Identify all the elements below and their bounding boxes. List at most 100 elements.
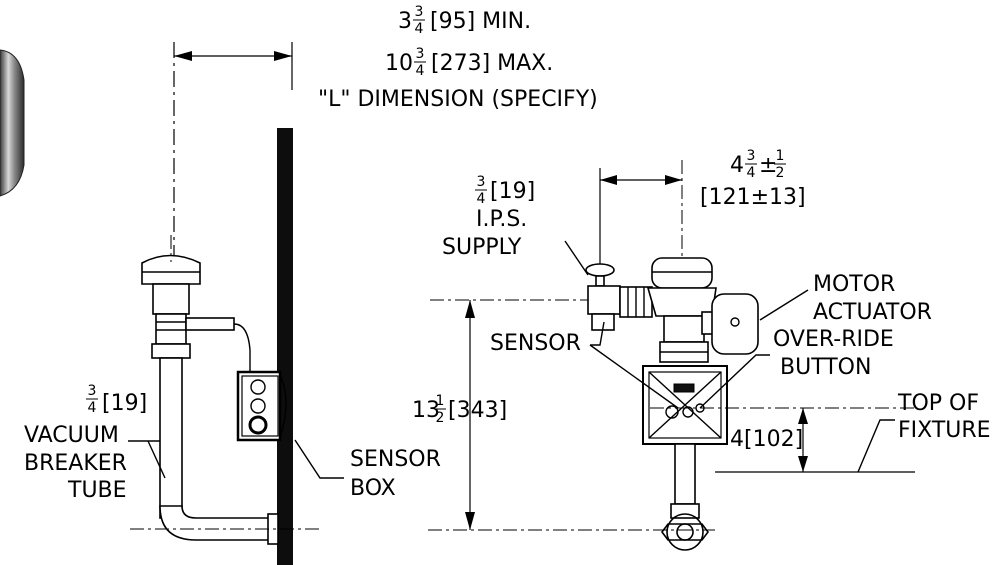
front-outlet-pipe [661, 443, 709, 551]
offset-num: 3 [747, 148, 756, 164]
offset-tol-den: 2 [776, 165, 785, 181]
offset-mm: [121±13] [700, 185, 806, 210]
line [648, 371, 722, 439]
offset-pm: ± [759, 153, 777, 178]
ips-line3: SUPPLY [442, 235, 522, 260]
ips-line2: I.P.S. [476, 207, 527, 232]
spud-inner [676, 523, 694, 541]
vacuum-breaker-tube [130, 357, 320, 545]
fixture-label: TOP OF FIXTURE [897, 391, 991, 443]
override-button-dot [682, 406, 694, 418]
motor-actuator-label: MOTOR ACTUATOR [813, 272, 932, 325]
outlet-nut [670, 503, 700, 519]
height-den: 2 [436, 410, 445, 426]
l-dimension-text: "L" DIMENSION (SPECIFY) [318, 87, 598, 112]
arrowhead [798, 408, 808, 424]
vb-leader [147, 440, 166, 479]
front-sensor-box [642, 365, 728, 445]
l-max-den: 4 [416, 63, 425, 79]
box-knob-bottom [248, 415, 268, 435]
valve-top-cap [651, 257, 713, 289]
sensor-leader [589, 344, 679, 409]
stop-handle [585, 263, 615, 277]
vb-mm: [19] [102, 391, 147, 416]
tube-vertical [159, 357, 183, 519]
l-min-den: 4 [415, 21, 424, 37]
motor-screw [730, 317, 740, 327]
vb-line2: VACUUM [24, 423, 119, 448]
valve-middle [155, 313, 187, 345]
spud-outer [666, 513, 704, 551]
front-box-inner [648, 371, 722, 439]
box-knob-top [250, 379, 266, 395]
sensor-label: SENSOR [490, 331, 581, 356]
offset-whole: 4 [730, 153, 744, 178]
offset-den: 4 [747, 165, 756, 181]
override-line1: OVER-RIDE [773, 327, 894, 352]
l-dimension-callout: 3 3 4 [95] MIN. 10 3 4 [273] MAX. "L" DI… [173, 4, 598, 420]
supply-leader [564, 240, 589, 276]
stop-stem [595, 275, 605, 287]
sensor-window [673, 383, 695, 393]
sensor-eye [665, 405, 679, 419]
arrowhead [174, 51, 192, 61]
arrowhead [600, 175, 617, 185]
height-mm: [343] [448, 398, 507, 423]
height-num: 1 [436, 393, 445, 409]
arrowhead [798, 456, 808, 472]
motor-body [711, 293, 759, 355]
sensor-box-line1: SENSOR [350, 447, 441, 472]
box-bracket [279, 374, 287, 439]
sensor-box-inner [241, 375, 279, 437]
motor-line2: ACTUATOR [813, 300, 932, 325]
l-min-text: [95] MIN. [430, 9, 531, 34]
sensor-lead-fitting [185, 317, 235, 331]
fixture-line1: TOP OF [897, 391, 979, 416]
arrowhead [665, 175, 682, 185]
motor-line1: MOTOR [813, 272, 895, 297]
ips-num: 3 [477, 174, 486, 190]
valve-lower [663, 315, 705, 343]
front-view [428, 160, 915, 551]
l-max-whole: 10 [385, 51, 413, 76]
l-max-num: 3 [416, 46, 425, 62]
box-knob-mid [250, 398, 266, 414]
fixture-line2: FIXTURE [898, 418, 991, 443]
vb-num: 3 [88, 383, 97, 399]
ips-den: 4 [477, 191, 486, 207]
height-label: 13 1 2 [343] [412, 393, 507, 426]
tube-elbow [159, 505, 279, 541]
arrowhead [465, 512, 475, 530]
offset-tol-num: 1 [776, 148, 785, 164]
l-min-num: 3 [415, 4, 424, 20]
sensor-box-leader [294, 439, 344, 479]
sensor-box-label: SENSOR BOX [350, 447, 441, 501]
arrowhead [274, 51, 292, 61]
l-min-whole: 3 [398, 9, 412, 34]
sensor-box-line2: BOX [350, 476, 396, 501]
side-view [128, 128, 344, 565]
wall [277, 128, 293, 565]
override-line2: BUTTON [780, 355, 871, 380]
override-leader [699, 354, 770, 409]
motor-leader [759, 289, 809, 321]
fixture-leader [857, 419, 895, 473]
vb-line4: TUBE [67, 478, 127, 503]
motor-actuator [711, 293, 759, 355]
sensor-cable [233, 323, 251, 372]
vb-line3: BREAKER [24, 451, 127, 476]
offset-label: 4 3 4 ± 1 2 [121±13] [700, 148, 806, 210]
height-whole: 13 [412, 398, 440, 423]
supply-stop-valve [585, 263, 653, 331]
fixture-dimension-text: 4[102] [730, 427, 803, 452]
supply-label: 3 4 [19] I.P.S. SUPPLY [442, 174, 535, 260]
valve-cap [141, 254, 201, 285]
arrowhead [465, 300, 475, 318]
l-max-text: [273] MAX. [431, 51, 553, 76]
valve-coupling [151, 343, 191, 359]
valve-upper [152, 283, 190, 315]
ips-mm: [19] [490, 179, 535, 204]
sensor-leader-a [590, 321, 605, 346]
chrome-handle-fragment [0, 49, 25, 197]
